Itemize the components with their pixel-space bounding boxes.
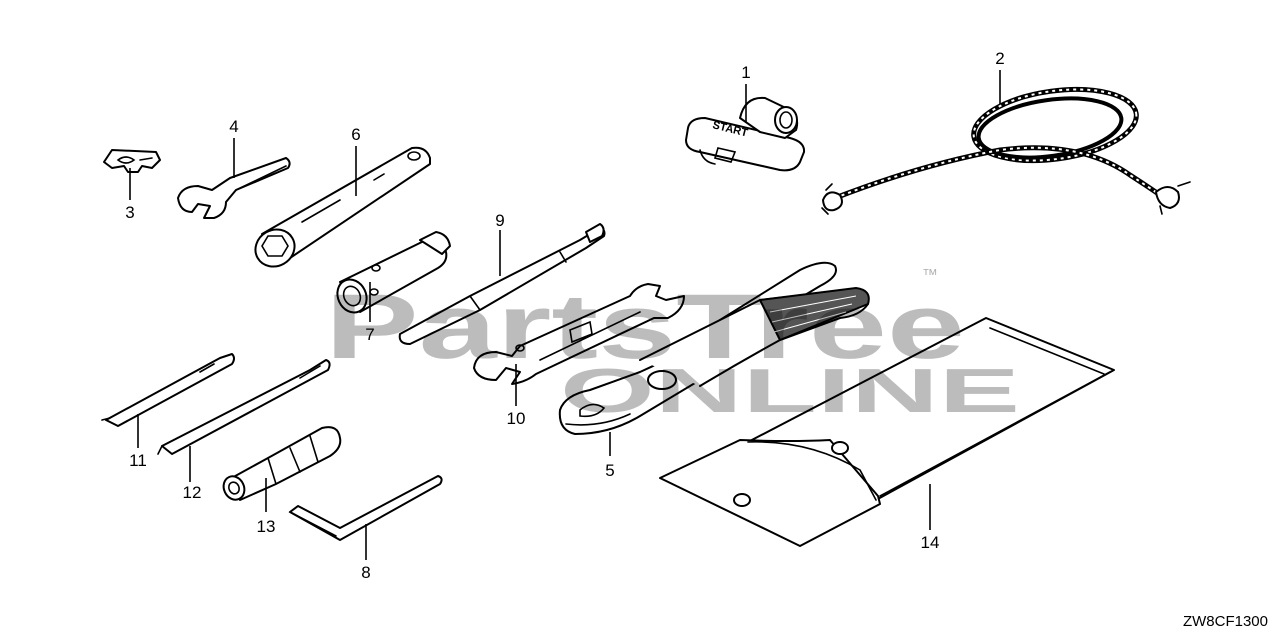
- callout-5: 5: [605, 461, 614, 480]
- callout-11: 11: [129, 451, 147, 470]
- flat-bit[interactable]: [157, 359, 331, 455]
- watermark-line2: ONLINE: [560, 357, 1020, 426]
- watermark-line1: PartsTree: [325, 276, 965, 378]
- callout-10: 10: [507, 409, 526, 428]
- callout-4: 4: [229, 117, 238, 136]
- callout-3: 3: [125, 203, 134, 222]
- pliers[interactable]: [558, 261, 870, 435]
- plug-socket[interactable]: [332, 231, 451, 317]
- double-open-wrench[interactable]: [473, 283, 685, 385]
- callout-12: 12: [183, 483, 202, 502]
- starter-rope[interactable]: [821, 80, 1191, 215]
- tool-bag[interactable]: [659, 317, 1115, 547]
- hex-key[interactable]: [288, 475, 443, 541]
- leader-lines: [129, 70, 1001, 560]
- watermark: PartsTree ONLINE ™: [325, 267, 1020, 426]
- spark-plug-socket-wrench[interactable]: [249, 146, 431, 274]
- drawing-code: ZW8CF1300: [1183, 613, 1268, 630]
- callout-14: 14: [921, 533, 940, 552]
- clip[interactable]: [103, 149, 161, 173]
- watermark-trademark: ™: [922, 267, 938, 284]
- screwdriver-blade[interactable]: [398, 223, 606, 345]
- callouts: 1 2 3 4 5 6 7 8 9 10 11 12 13 14: [125, 49, 1004, 582]
- callout-6: 6: [351, 125, 360, 144]
- callout-13: 13: [257, 517, 276, 536]
- small-wrench[interactable]: [177, 157, 291, 219]
- callout-1: 1: [741, 63, 750, 82]
- callout-2: 2: [995, 49, 1004, 68]
- callout-8: 8: [361, 563, 370, 582]
- callout-9: 9: [495, 211, 504, 230]
- phillips-bit[interactable]: [101, 353, 235, 427]
- screwdriver-handle[interactable]: [220, 426, 342, 503]
- starter-grip[interactable]: START: [685, 96, 806, 172]
- callout-7: 7: [365, 325, 374, 344]
